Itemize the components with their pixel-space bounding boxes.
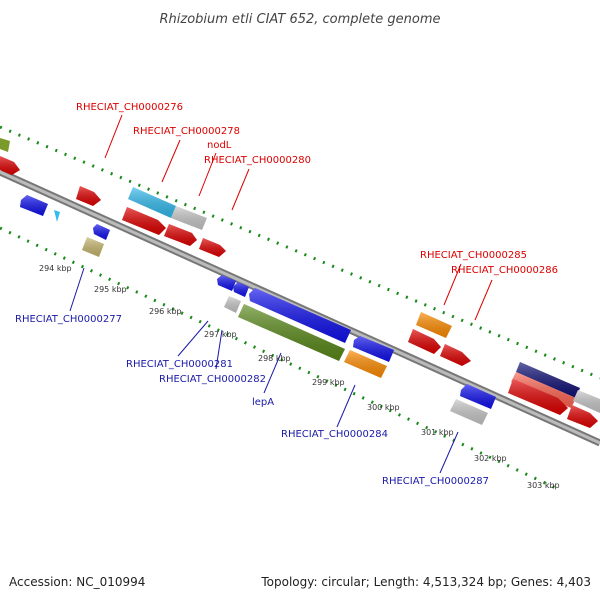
tick-label: 302 kbp bbox=[474, 454, 507, 463]
tick-label: 303 kbp bbox=[527, 481, 560, 490]
tick-label: 300 kbp bbox=[367, 403, 400, 412]
accession-text: Accession: NC_010994 bbox=[9, 575, 145, 589]
forward-strand-genes bbox=[0, 138, 600, 428]
gene-label: RHECIAT_CH0000282 bbox=[159, 374, 266, 385]
gene-feature bbox=[0, 138, 10, 152]
gene-label: RHECIAT_CH0000276 bbox=[76, 102, 183, 113]
gene-label: RHECIAT_CH0000280 bbox=[204, 155, 311, 166]
tick-label: 295 kbp bbox=[94, 285, 127, 294]
tick-label: 296 kbp bbox=[149, 307, 182, 316]
gene-label: RHECIAT_CH0000285 bbox=[420, 250, 527, 261]
gene-label: nodL bbox=[207, 140, 232, 151]
gene-label: RHECIAT_CH0000286 bbox=[451, 265, 558, 276]
forward-gene-labels: RHECIAT_CH0000276 RHECIAT_CH0000278 nodL… bbox=[76, 102, 558, 276]
reverse-leaders bbox=[69, 267, 459, 474]
outer-tick-ring bbox=[0, 125, 600, 380]
tick-label: 297 kbp bbox=[204, 330, 237, 339]
kbp-tick-labels: 294 kbp 295 kbp 296 kbp 297 kbp 298 kbp … bbox=[39, 264, 560, 490]
tick-label: 301 kbp bbox=[421, 428, 454, 437]
gene-label: RHECIAT_CH0000287 bbox=[382, 476, 489, 487]
map-title: Rhizobium etli CIAT 652, complete genome bbox=[160, 12, 441, 27]
gene-label: RHECIAT_CH0000277 bbox=[15, 314, 122, 325]
gene-label: RHECIAT_CH0000278 bbox=[133, 126, 240, 137]
reverse-strand-genes bbox=[20, 195, 496, 425]
gene-label: RHECIAT_CH0000281 bbox=[126, 359, 233, 370]
tick-label: 298 kbp bbox=[258, 354, 291, 363]
gene-label: RHECIAT_CH0000284 bbox=[281, 429, 388, 440]
forward-leaders bbox=[104, 114, 493, 321]
tick-label: 299 kbp bbox=[312, 378, 345, 387]
reverse-gene-labels: RHECIAT_CH0000277 RHECIAT_CH0000281 RHEC… bbox=[15, 314, 489, 487]
gene-label: lepA bbox=[252, 397, 274, 408]
genome-summary-text: Topology: circular; Length: 4,513,324 bp… bbox=[260, 575, 591, 589]
genome-backbone bbox=[0, 168, 600, 447]
tick-label: 294 kbp bbox=[39, 264, 72, 273]
gene-feature bbox=[54, 210, 60, 222]
